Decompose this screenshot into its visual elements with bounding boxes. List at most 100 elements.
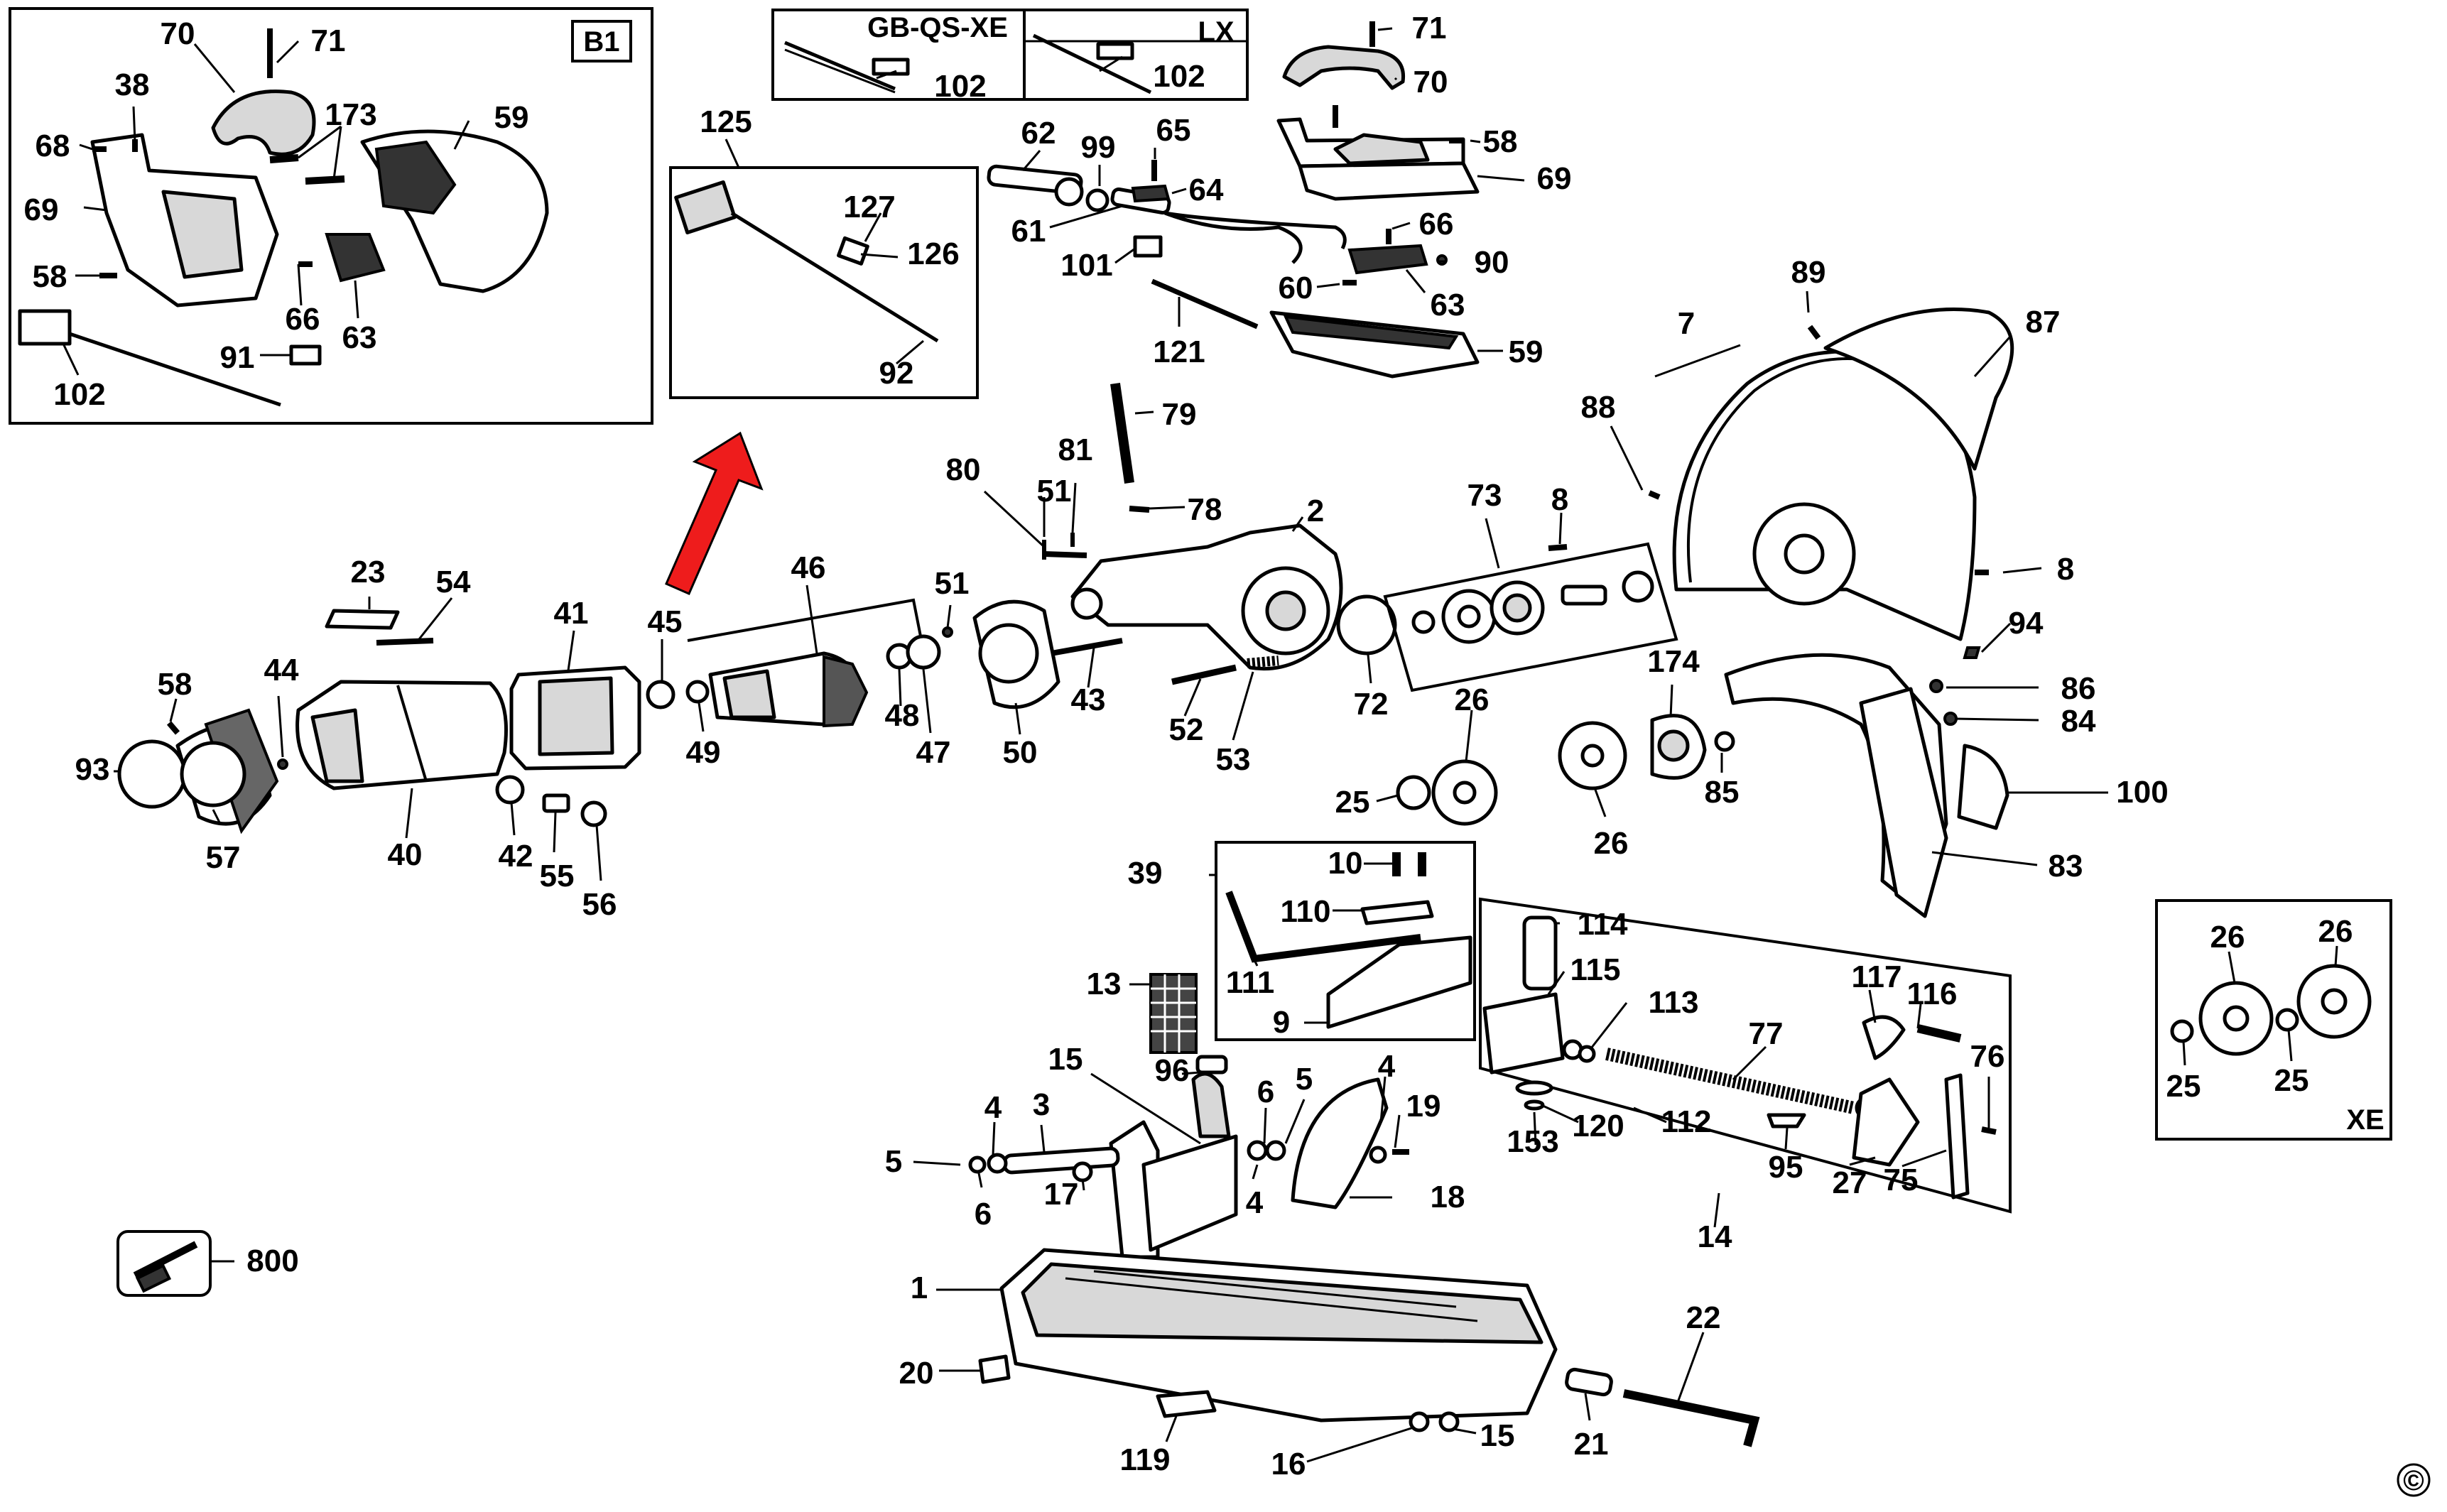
callout-70: 70 bbox=[161, 16, 195, 51]
callout-81: 81 bbox=[1058, 433, 1093, 467]
callout-96: 96 bbox=[1155, 1053, 1190, 1088]
lower-guard-group bbox=[1558, 653, 2009, 918]
red-upward-arrow-icon bbox=[665, 431, 764, 595]
callout-102-gb: 102 bbox=[934, 69, 986, 104]
callout-69: 69 bbox=[24, 192, 59, 227]
callout-174: 174 bbox=[1647, 644, 1700, 679]
callout-114: 114 bbox=[1578, 907, 1629, 942]
callout-14: 14 bbox=[1698, 1219, 1732, 1254]
callout-25-xe-left: 25 bbox=[2166, 1069, 2201, 1104]
callout-79: 79 bbox=[1162, 397, 1197, 432]
blade-guard-group bbox=[1648, 308, 2014, 659]
inset-14 bbox=[1479, 897, 2012, 1214]
callout-102-lx: 102 bbox=[1153, 59, 1205, 94]
callout-117: 117 bbox=[1852, 959, 1902, 994]
callout-25-a: 25 bbox=[1335, 785, 1370, 820]
callout-50: 50 bbox=[1003, 735, 1038, 770]
callout-110: 110 bbox=[1281, 894, 1331, 929]
callout-49: 49 bbox=[686, 735, 721, 770]
callout-73: 73 bbox=[1467, 478, 1502, 513]
callout-95: 95 bbox=[1769, 1150, 1803, 1185]
inset-125 bbox=[669, 166, 979, 399]
callout-21: 21 bbox=[1574, 1427, 1609, 1462]
callout-112: 112 bbox=[1661, 1104, 1712, 1139]
callout-52: 52 bbox=[1169, 712, 1204, 747]
callout-88: 88 bbox=[1581, 390, 1616, 425]
callout-1: 1 bbox=[911, 1271, 928, 1305]
callout-44: 44 bbox=[264, 653, 299, 687]
base-group bbox=[968, 1055, 1760, 1447]
callout-46: 46 bbox=[791, 550, 826, 585]
callout-45: 45 bbox=[648, 604, 683, 639]
callout-61: 61 bbox=[1011, 214, 1046, 249]
callout-39: 39 bbox=[1128, 856, 1163, 891]
callout-102: 102 bbox=[53, 377, 105, 412]
callout-120: 120 bbox=[1572, 1109, 1624, 1143]
callout-43: 43 bbox=[1071, 682, 1106, 717]
callout-68: 68 bbox=[36, 129, 70, 163]
inset-b1-title: B1 bbox=[583, 26, 619, 58]
callout-87: 87 bbox=[2026, 305, 2061, 339]
callout-115: 115 bbox=[1570, 952, 1621, 987]
callout-8-top: 8 bbox=[1551, 482, 1568, 517]
callout-153: 153 bbox=[1507, 1124, 1558, 1159]
callout-15-bottom: 15 bbox=[1480, 1418, 1515, 1453]
callout-62: 62 bbox=[1021, 116, 1056, 151]
callout-127: 127 bbox=[843, 190, 895, 224]
callout-65: 65 bbox=[1156, 113, 1191, 148]
callout-51: 51 bbox=[935, 566, 970, 601]
callout-53: 53 bbox=[1216, 742, 1251, 777]
copyright-circle bbox=[2397, 1463, 2431, 1497]
callout-5-top: 5 bbox=[1296, 1062, 1313, 1097]
callout-56: 56 bbox=[582, 887, 617, 922]
callout-17: 17 bbox=[1044, 1177, 1079, 1212]
callout-101: 101 bbox=[1060, 248, 1112, 283]
switch-handle-group bbox=[987, 21, 1480, 379]
callout-59: 59 bbox=[494, 100, 529, 135]
callout-113: 113 bbox=[1649, 985, 1699, 1020]
callout-90: 90 bbox=[1475, 245, 1509, 280]
callout-60: 60 bbox=[1279, 271, 1313, 305]
callout-26-xe-right: 26 bbox=[2318, 914, 2353, 949]
callout-26-b: 26 bbox=[1594, 826, 1629, 861]
callout-27: 27 bbox=[1833, 1165, 1867, 1200]
callout-54: 54 bbox=[436, 565, 471, 599]
callout-26-xe-left: 26 bbox=[2210, 920, 2245, 954]
callout-57: 57 bbox=[206, 840, 241, 875]
callout-58-top: 58 bbox=[1483, 124, 1518, 159]
callout-18: 18 bbox=[1431, 1180, 1465, 1214]
motor-group bbox=[117, 598, 1123, 834]
callout-116: 116 bbox=[1907, 977, 1958, 1011]
flange-25-26 bbox=[1396, 759, 1498, 826]
inset-gb-lx: GB-QS-XE LX bbox=[771, 9, 1249, 101]
callout-40: 40 bbox=[388, 837, 423, 872]
callout-22: 22 bbox=[1686, 1300, 1721, 1335]
callout-47: 47 bbox=[916, 735, 951, 770]
callout-16: 16 bbox=[1271, 1447, 1306, 1481]
callout-77: 77 bbox=[1749, 1016, 1784, 1051]
inset-xe-title: XE bbox=[2346, 1104, 2384, 1136]
callout-75: 75 bbox=[1884, 1163, 1919, 1197]
callout-59-top: 59 bbox=[1509, 335, 1543, 369]
callout-5-left: 5 bbox=[885, 1144, 902, 1179]
pad-13 bbox=[1149, 973, 1198, 1054]
callout-19: 19 bbox=[1406, 1089, 1441, 1124]
callout-25-xe-right: 25 bbox=[2274, 1063, 2309, 1098]
callout-72: 72 bbox=[1354, 687, 1389, 722]
callout-8-right: 8 bbox=[2057, 552, 2074, 587]
callout-100: 100 bbox=[2116, 775, 2168, 810]
callout-78: 78 bbox=[1188, 492, 1222, 527]
inset-gb-title: GB-QS-XE bbox=[867, 12, 1008, 43]
callout-92: 92 bbox=[879, 356, 914, 391]
callout-76: 76 bbox=[1970, 1039, 2005, 1074]
callout-173: 173 bbox=[325, 97, 376, 132]
callout-800: 800 bbox=[246, 1244, 298, 1278]
callout-6-left: 6 bbox=[975, 1197, 992, 1231]
callout-111: 111 bbox=[1226, 965, 1275, 1000]
callout-26-a: 26 bbox=[1455, 682, 1490, 717]
callout-93: 93 bbox=[75, 752, 110, 787]
callout-85: 85 bbox=[1705, 775, 1740, 810]
callout-7: 7 bbox=[1678, 306, 1695, 341]
callout-4-left: 4 bbox=[984, 1090, 1002, 1125]
